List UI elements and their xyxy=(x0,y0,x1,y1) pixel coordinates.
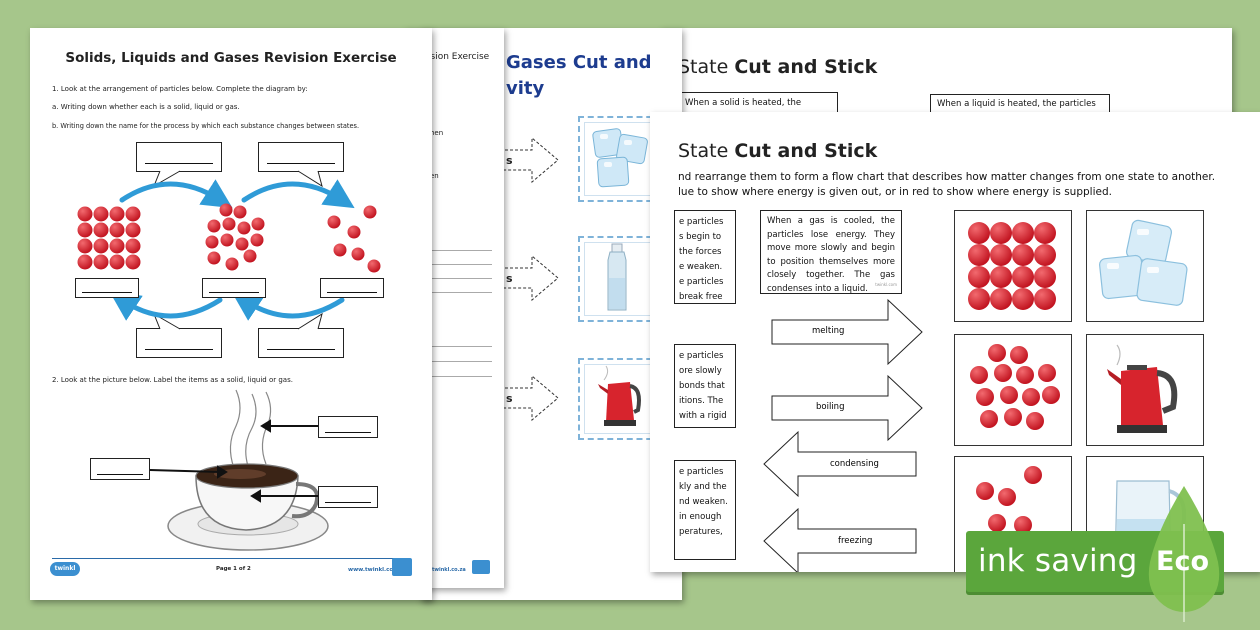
answer-line xyxy=(430,250,492,251)
twinkl-logo-icon: twinkl xyxy=(50,562,80,576)
state-answer-gas[interactable] xyxy=(320,278,384,298)
question-1a: a. Writing down whether each is a solid,… xyxy=(52,103,240,111)
process-callout-bottom-right[interactable] xyxy=(258,328,344,358)
ice-cubes-icon xyxy=(1099,219,1188,306)
footer-site: twinkl.co.za xyxy=(432,567,466,573)
condensing-arrow xyxy=(763,430,917,498)
question-1: 1. Look at the arrangement of particles … xyxy=(52,85,308,93)
process-arrows xyxy=(763,298,923,572)
solid-particles-icon xyxy=(968,222,1056,310)
coffee-cup-illustration xyxy=(149,389,329,551)
instructions-line-2: lue to show where energy is given out, o… xyxy=(678,186,1112,198)
solid-particles xyxy=(77,206,141,270)
dashed-arrow-3 xyxy=(499,374,559,422)
cut-stick-sheet: State Cut and Stick nd rearrange them to… xyxy=(650,112,1260,572)
sheet-title-fragment: ision Exercise xyxy=(428,52,490,62)
liquid-heated-card: When a liquid is heated, the particles xyxy=(930,94,1110,114)
liquid-particles-icon xyxy=(970,344,1060,430)
description-card-1: e particles s begin to the forces e weak… xyxy=(674,210,736,304)
page-title: Solids, Liquids and Gases Revision Exerc… xyxy=(65,50,397,66)
footer-rule xyxy=(52,558,410,559)
eco-label: Eco xyxy=(1156,546,1209,577)
arrow-liquid-to-solid xyxy=(109,291,223,321)
sheet-title-prefix: State xyxy=(678,56,735,78)
water-bottle-icon xyxy=(607,243,627,311)
description-card-3: e particles kly and the nd weaken. in en… xyxy=(674,460,736,560)
arrow-liquid-to-gas xyxy=(241,179,355,209)
answer-line xyxy=(430,264,492,265)
gas-cooled-card: When a gas is cooled, the particles lose… xyxy=(760,210,902,294)
liquid-particles-tile xyxy=(954,334,1072,446)
state-answer-solid[interactable] xyxy=(75,278,139,298)
condensing-label: condensing xyxy=(830,459,879,469)
question-1b: b. Writing down the name for the process… xyxy=(52,122,360,130)
arrow-fragment: s xyxy=(506,272,513,285)
sheet-title: Cut and Stick xyxy=(734,56,878,78)
question-2: 2. Look at the picture below. Label the … xyxy=(52,376,293,384)
solid-particles-tile xyxy=(954,210,1072,322)
freezing-arrow xyxy=(763,507,917,572)
arrow-fragment: s xyxy=(506,392,513,405)
sheet-title-prefix: State xyxy=(678,140,735,162)
arrow-fragment: s xyxy=(506,154,513,167)
water-bottle-tile xyxy=(578,236,662,322)
label-answer-steam[interactable] xyxy=(318,416,378,438)
dashed-arrow-1 xyxy=(499,136,559,184)
state-answer-liquid[interactable] xyxy=(202,278,266,298)
kettle-icon xyxy=(598,365,641,426)
description-card-2: e particles ore slowly bonds that itions… xyxy=(674,344,736,428)
award-badge-icon xyxy=(472,560,490,574)
gas-particles xyxy=(327,205,381,273)
eco-leaf-icon xyxy=(1148,486,1220,622)
answer-line xyxy=(430,376,492,377)
process-callout-top-left[interactable] xyxy=(136,142,222,172)
boiling-label: boiling xyxy=(816,402,845,412)
states-diagram xyxy=(77,170,381,330)
answer-line xyxy=(430,346,492,347)
text-fragment: en xyxy=(430,172,439,180)
solid-heated-card: When a solid is heated, the xyxy=(678,92,838,114)
dashed-arrows xyxy=(499,136,559,422)
kettle-icon xyxy=(1107,344,1178,433)
arrow-gas-to-liquid xyxy=(231,291,345,321)
melting-label: melting xyxy=(812,326,845,336)
page-number: Page 1 of 2 xyxy=(216,566,251,572)
gases-sheet-title: Gases Cut and vity xyxy=(506,52,652,99)
ice-tile xyxy=(1086,210,1204,322)
boiling-arrow xyxy=(771,374,923,442)
freezing-label: freezing xyxy=(838,536,873,546)
ink-saving-text: ink saving xyxy=(978,543,1138,579)
text-fragment: hen xyxy=(430,129,444,137)
dashed-arrow-2 xyxy=(499,254,559,302)
answer-line xyxy=(430,361,492,362)
award-badge-icon xyxy=(392,558,412,576)
process-callout-top-right[interactable] xyxy=(258,142,344,172)
answer-line xyxy=(430,278,492,279)
instructions-line-1: nd rearrange them to form a flow chart t… xyxy=(678,171,1216,183)
ice-cubes-icon xyxy=(592,128,648,188)
revision-exercise-sheet: Solids, Liquids and Gases Revision Exerc… xyxy=(30,28,432,600)
kettle-tile xyxy=(1086,334,1204,446)
footer-site: www.twinkl.co.za xyxy=(348,567,403,573)
melting-arrow xyxy=(771,298,923,366)
arrow-solid-to-liquid xyxy=(119,179,233,209)
label-answer-coffee[interactable] xyxy=(90,458,150,480)
label-answer-cup[interactable] xyxy=(318,486,378,508)
liquid-particles xyxy=(205,203,265,271)
answer-line xyxy=(430,292,492,293)
sheet-title: Cut and Stick xyxy=(734,140,878,162)
